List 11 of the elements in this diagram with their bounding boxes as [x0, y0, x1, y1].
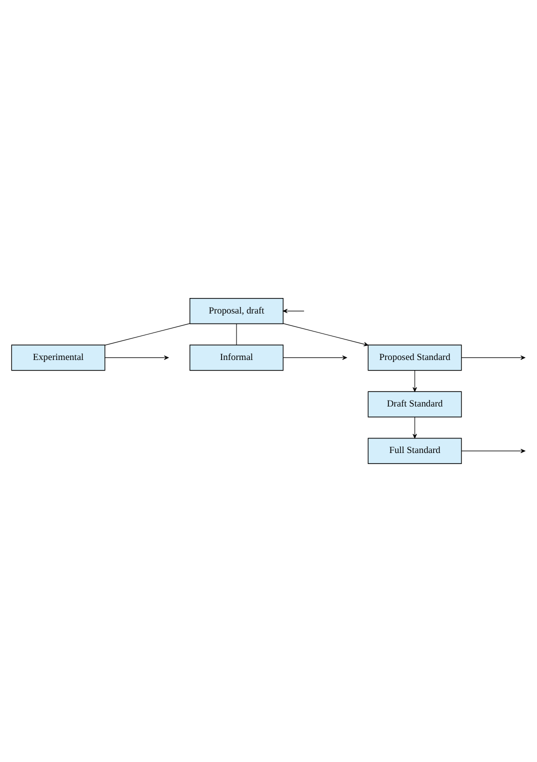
node-box: Experimental: [11, 344, 106, 371]
node-box: Informal: [190, 344, 284, 371]
node-box: Full Standard: [368, 438, 462, 464]
arrow: [412, 416, 417, 438]
arrow: [283, 323, 368, 346]
node-box: Draft Standard: [368, 391, 462, 418]
node-box: Proposed Standard: [368, 344, 462, 371]
node-box: Proposal, draft: [190, 298, 284, 324]
connector: [104, 323, 190, 346]
arrow: [412, 370, 417, 392]
connector: [236, 324, 237, 346]
